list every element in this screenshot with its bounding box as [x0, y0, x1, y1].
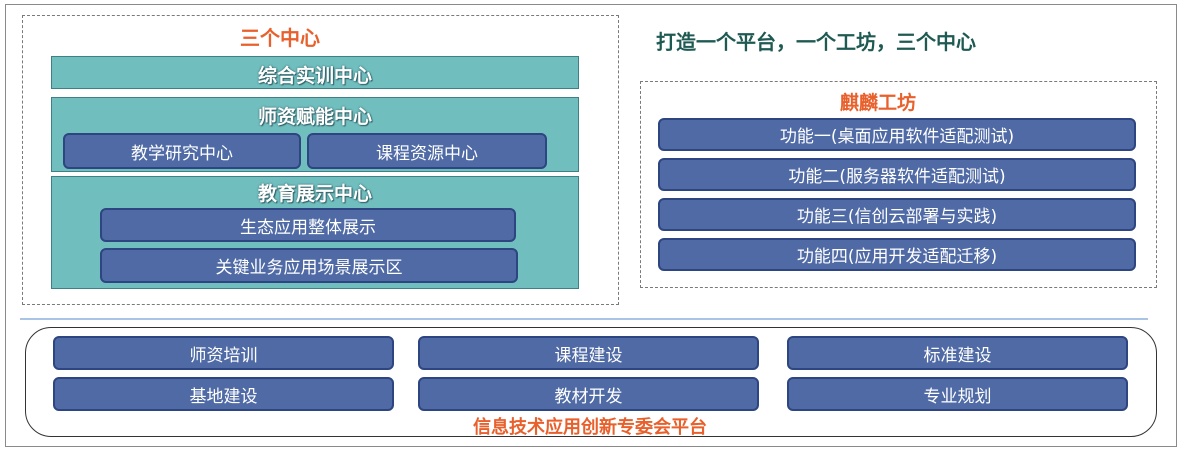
- outer-frame: [5, 4, 1177, 447]
- platform-region: [25, 327, 1157, 437]
- teacher-center-label: 师资赋能中心: [257, 106, 372, 128]
- platform-title: 信息技术应用创新专委会平台: [473, 417, 707, 438]
- training-center-label: 综合实训中心: [257, 65, 372, 87]
- section-divider: [20, 318, 1148, 320]
- showcase-center-label: 教育展示中心: [257, 183, 372, 205]
- teaching-research-center: 教学研究中心: [63, 133, 301, 169]
- function-4: 功能四(应用开发适配迁移): [658, 238, 1136, 271]
- function-1: 功能一(桌面应用软件适配测试): [658, 118, 1136, 151]
- three-centers-title: 三个中心: [240, 26, 320, 50]
- platform-item-standard-building: 标准建设: [787, 336, 1128, 370]
- ecosystem-showcase: 生态应用整体展示: [100, 208, 516, 242]
- platform-item-course-building: 课程建设: [418, 336, 759, 370]
- platform-item-major-planning: 专业规划: [787, 377, 1128, 411]
- course-resource-center: 课程资源中心: [307, 133, 547, 169]
- training-center-box: 综合实训中心: [51, 56, 579, 89]
- three-centers-region: [22, 15, 619, 305]
- business-scenario-showcase: 关键业务应用场景展示区: [100, 248, 518, 283]
- workshop-region: [640, 81, 1157, 288]
- function-2: 功能二(服务器软件适配测试): [658, 158, 1136, 191]
- function-3: 功能三(信创云部署与实践): [658, 198, 1136, 231]
- main-heading: 打造一个平台，一个工坊，三个中心: [656, 30, 976, 54]
- workshop-title: 麒麟工坊: [839, 92, 916, 114]
- platform-item-base-building: 基地建设: [53, 377, 394, 411]
- platform-item-teacher-training: 师资培训: [53, 336, 394, 370]
- platform-item-textbook-dev: 教材开发: [418, 377, 759, 411]
